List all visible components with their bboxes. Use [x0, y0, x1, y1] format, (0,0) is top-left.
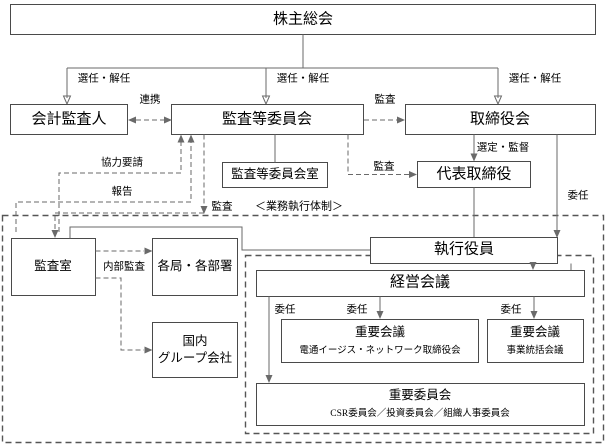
node-executive-officers-label: 執行役員	[434, 240, 494, 257]
arrowhead-delegation-board-to-exec	[553, 230, 561, 238]
node-management-meeting-label: 経営会議	[390, 272, 450, 290]
edge-audit-down-to-office	[54, 212, 204, 232]
edge-label-appoint-dismiss-left: 選任・解任	[78, 71, 131, 84]
node-board-of-directors[interactable]	[405, 104, 596, 135]
node-domestic-group-companies[interactable]	[152, 322, 238, 378]
node-audit-office[interactable]	[11, 238, 96, 296]
edge-label-audit-down: 監査	[212, 199, 233, 212]
arrowhead-audit-down	[200, 206, 208, 214]
arrowhead-audit-to-audit-office	[51, 230, 59, 238]
edge-audit-to-repdir	[347, 134, 409, 175]
node-accounting-auditor[interactable]	[10, 104, 128, 135]
edge-label-delegation-1: 委任	[275, 302, 296, 315]
node-board-of-directors-label: 取締役会	[470, 110, 530, 127]
edge-label-appoint-dismiss-center: 選任・解任	[277, 71, 330, 84]
arrowhead-delegation-to-meeting1	[376, 311, 384, 319]
edge-label-internal-audit: 内部監査	[103, 259, 145, 272]
node-audit-office-label: 監査室	[34, 258, 72, 273]
arrowhead-delegation-to-meeting2	[530, 311, 538, 319]
node-important-committee-subtitle: CSR委員会／投資委員会／組織人事委員会	[330, 407, 510, 419]
node-audit-committee[interactable]	[171, 104, 364, 135]
edge-label-cooperation-request: 協力要請	[101, 155, 143, 168]
arrowhead-internal-audit-departments	[144, 247, 153, 255]
node-important-meeting-2-subtitle: 事業統括会議	[506, 344, 564, 356]
node-important-meeting-2-title: 重要会議	[510, 324, 561, 339]
edge-report	[15, 140, 192, 232]
node-domestic-group-companies-label-line1: 国内	[182, 334, 207, 348]
node-departments-label: 各局・各部署	[157, 258, 232, 273]
edge-label-audit-to-repdir: 監査	[374, 159, 395, 172]
node-departments[interactable]	[152, 238, 238, 296]
node-important-meeting-1-title: 重要会議	[355, 324, 406, 339]
node-important-committee-title: 重要委員会	[389, 387, 452, 402]
node-important-meeting-2[interactable]	[487, 319, 584, 363]
edge-label-delegation-2: 委任	[347, 302, 368, 315]
edge-cooperation-request	[58, 140, 182, 232]
edge-internal-audit-group	[95, 277, 144, 351]
edge-label-appoint-dismiss-right: 選任・解任	[509, 71, 562, 84]
node-shareholders-meeting-label: 株主総会	[273, 10, 333, 27]
arrowhead-audit-to-board	[397, 116, 405, 124]
arrowhead-cooperation-left	[128, 116, 136, 124]
arrowhead-audit-to-repdir	[409, 171, 417, 178]
edge-label-delegation-3: 委任	[501, 302, 522, 315]
arrowhead-internal-audit-group	[144, 346, 153, 354]
edge-label-audit-to-board: 監査	[375, 92, 396, 105]
node-audit-committee-office-label: 監査等委員会室	[231, 166, 319, 181]
arrowhead-delegation-to-committee	[265, 375, 273, 383]
arrowhead-select-supervise	[470, 153, 478, 162]
node-important-committee[interactable]	[256, 383, 585, 426]
node-management-meeting[interactable]	[256, 270, 585, 297]
edge-label-report: 報告	[112, 184, 133, 197]
region-business-execution-system	[1, 214, 605, 444]
node-audit-committee-office[interactable]	[222, 162, 328, 188]
edge-label-select-supervise: 選定・監督	[477, 140, 530, 153]
node-shareholders-meeting[interactable]	[10, 4, 596, 35]
node-important-meeting-1-subtitle: 電通イージス・ネットワーク取締役会	[299, 344, 461, 356]
arrowhead-report	[187, 134, 195, 143]
node-accounting-auditor-label: 会計監査人	[31, 110, 106, 127]
arrowhead-sm-to-board	[493, 95, 503, 106]
node-representative-director-label: 代表取締役	[436, 165, 511, 182]
arrowhead-sm-to-audit-committee	[261, 95, 271, 106]
arrowhead-cooperation-right	[164, 116, 172, 124]
arrowhead-exec-to-mgmt	[529, 262, 537, 270]
node-important-meeting-1[interactable]	[281, 319, 479, 363]
region-label-business-execution: ＜業務執行体制＞	[255, 199, 343, 213]
node-audit-committee-label: 監査等委員会	[222, 109, 312, 127]
node-domestic-group-companies-label-line2: グループ会社	[158, 350, 232, 365]
edge-exec-to-departments-rail	[69, 226, 370, 251]
node-executive-officers[interactable]	[370, 237, 558, 264]
edge-label-cooperation: 連携	[140, 92, 161, 105]
arrowhead-cooperation-request	[177, 134, 185, 143]
arrowhead-sm-to-auditor	[62, 95, 72, 106]
edge-label-delegation-right: 委任	[568, 188, 589, 201]
